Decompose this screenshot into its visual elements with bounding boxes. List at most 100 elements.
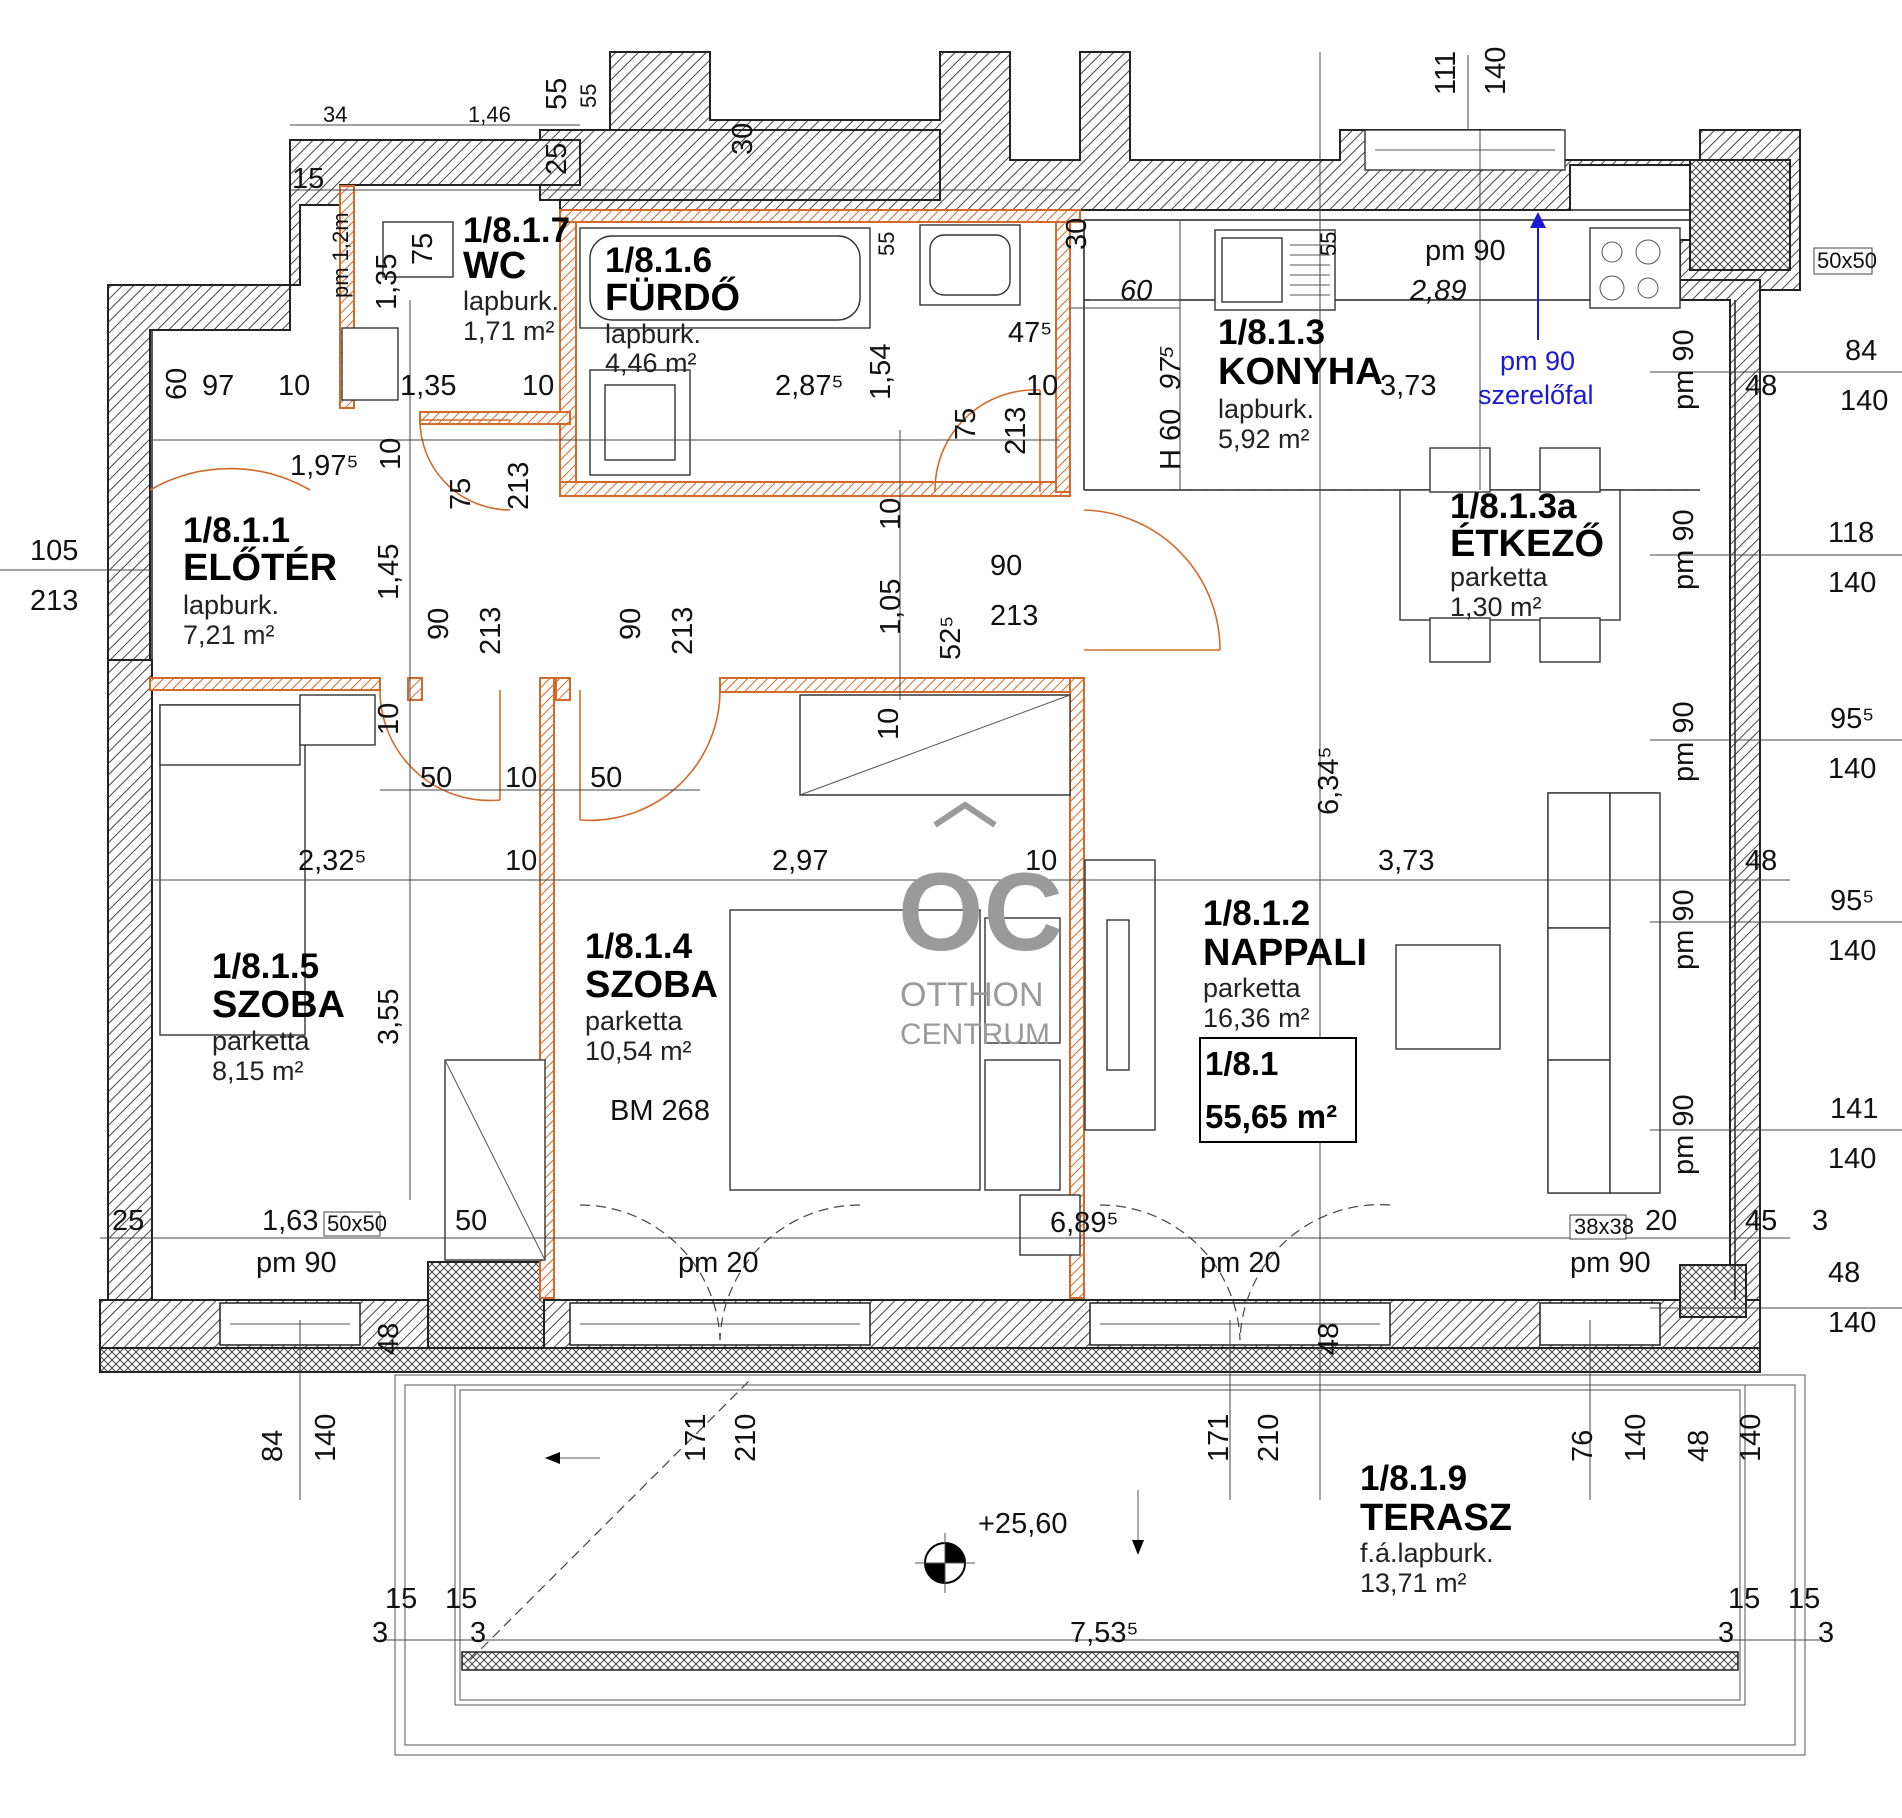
room-finish: lapburk. — [463, 286, 559, 316]
room-finish: parketta — [1203, 973, 1302, 1003]
svg-text:90: 90 — [990, 550, 1022, 582]
room-id: 1/8.1.3 — [1218, 313, 1325, 352]
svg-text:pm 90: pm 90 — [1668, 889, 1700, 970]
room-name: KONYHA — [1218, 351, 1383, 393]
svg-text:213: 213 — [475, 607, 507, 655]
room-finish: parketta — [212, 1026, 311, 1056]
room-label-szoba-5: 1/8.1.5 SZOBA parketta 8,15 m² — [212, 947, 345, 1086]
svg-text:210: 210 — [1253, 1414, 1285, 1462]
room-finish: parketta — [585, 1006, 684, 1036]
room-name: ÉTKEZŐ — [1450, 521, 1604, 565]
svg-text:1,35: 1,35 — [400, 370, 456, 402]
room-finish: lapburk. — [183, 590, 279, 620]
watermark-logo: OC OTTHON CENTRUM — [898, 801, 1063, 1051]
svg-text:48: 48 — [1313, 1323, 1345, 1355]
svg-text:84: 84 — [257, 1430, 289, 1462]
room-label-szoba-4: 1/8.1.4 SZOBA parketta 10,54 m² — [585, 927, 718, 1066]
room-label-furdo: 1/8.1.6 FÜRDŐ lapburk. 4,46 m² — [605, 241, 740, 378]
watermark-line-1: OTTHON — [900, 976, 1044, 1014]
svg-text:3: 3 — [1818, 1617, 1834, 1649]
svg-text:171: 171 — [1203, 1414, 1235, 1462]
svg-text:2,32⁵: 2,32⁵ — [298, 845, 366, 877]
room-id: 1/8.1.5 — [212, 947, 319, 986]
room-finish: f.á.lapburk. — [1360, 1538, 1494, 1568]
room-area: 1,71 m² — [463, 316, 555, 346]
svg-text:pm 20: pm 20 — [1200, 1247, 1281, 1279]
svg-text:10: 10 — [373, 703, 405, 735]
svg-text:50: 50 — [590, 762, 622, 794]
svg-text:15: 15 — [1788, 1583, 1820, 1615]
svg-text:213: 213 — [1000, 407, 1032, 455]
room-id: 1/8.1.4 — [585, 927, 693, 966]
svg-text:55: 55 — [1316, 232, 1341, 256]
svg-text:10: 10 — [1026, 370, 1058, 402]
level-label: +25,60 — [978, 1508, 1068, 1540]
svg-text:84: 84 — [1845, 335, 1877, 367]
tag-38x38: 38x38 — [1569, 1214, 1634, 1240]
svg-text:213: 213 — [667, 607, 699, 655]
svg-text:111: 111 — [1430, 51, 1462, 95]
svg-text:pm 90: pm 90 — [1570, 1247, 1651, 1279]
svg-text:pm 90: pm 90 — [1668, 329, 1700, 410]
svg-text:30: 30 — [1061, 218, 1093, 250]
svg-text:pm 90: pm 90 — [1425, 235, 1506, 267]
room-id: 1/8.1.7 — [463, 211, 570, 250]
svg-text:pm 20: pm 20 — [678, 1247, 759, 1279]
svg-text:10: 10 — [278, 370, 310, 402]
svg-text:3: 3 — [1812, 1205, 1828, 1237]
svg-text:90: 90 — [423, 608, 455, 640]
svg-text:10: 10 — [873, 708, 905, 740]
room-area: 8,15 m² — [212, 1056, 304, 1086]
unit-area: 55,65 m² — [1205, 1098, 1337, 1135]
svg-text:140: 140 — [1840, 385, 1888, 417]
svg-text:15: 15 — [292, 163, 324, 195]
room-label-wc: 1/8.1.7 WC lapburk. 1,71 m² — [463, 211, 570, 346]
svg-text:48: 48 — [1683, 1430, 1715, 1462]
svg-text:3: 3 — [470, 1617, 486, 1649]
svg-text:60: 60 — [1120, 275, 1152, 307]
svg-text:2,87⁵: 2,87⁵ — [775, 370, 843, 402]
svg-text:3: 3 — [372, 1617, 388, 1649]
room-name: TERASZ — [1360, 1497, 1512, 1539]
unit-id: 1/8.1 — [1205, 1045, 1278, 1082]
room-id: 1/8.1.2 — [1203, 894, 1310, 933]
room-finish: lapburk. — [605, 319, 701, 349]
svg-text:15: 15 — [385, 1583, 417, 1615]
svg-text:pm 90: pm 90 — [1668, 1094, 1700, 1175]
svg-text:20: 20 — [1645, 1205, 1677, 1237]
svg-text:3,73: 3,73 — [1378, 845, 1434, 877]
dimension-texts: 34 1,46 55 55 25 30 30 111 140 15 75 pm … — [30, 47, 1888, 1649]
room-id: 1/8.1.6 — [605, 241, 712, 280]
svg-text:48: 48 — [1828, 1257, 1860, 1289]
svg-text:140: 140 — [1480, 47, 1512, 95]
svg-text:213: 213 — [30, 585, 78, 617]
room-label-terasz: 1/8.1.9 TERASZ f.á.lapburk. 13,71 m² — [1360, 1459, 1512, 1598]
svg-text:97⁵: 97⁵ — [1155, 346, 1187, 390]
svg-text:140: 140 — [1828, 1143, 1876, 1175]
room-id: 1/8.1.1 — [183, 511, 290, 550]
svg-text:1,05: 1,05 — [875, 579, 907, 635]
svg-text:pm 90: pm 90 — [1668, 701, 1700, 782]
dimension-lines — [0, 52, 1902, 1641]
room-name: NAPPALI — [1203, 932, 1367, 974]
svg-text:1,35: 1,35 — [371, 254, 403, 310]
svg-text:50x50: 50x50 — [1817, 248, 1877, 273]
room-name: FÜRDŐ — [605, 275, 740, 319]
svg-text:50: 50 — [420, 762, 452, 794]
doors — [149, 389, 1391, 1341]
wall-note-1: pm 90 — [1500, 346, 1575, 376]
svg-text:6,89⁵: 6,89⁵ — [1050, 1207, 1118, 1239]
svg-text:pm 90: pm 90 — [256, 1247, 337, 1279]
svg-text:6,34⁵: 6,34⁵ — [1313, 747, 1345, 815]
svg-text:3,73: 3,73 — [1380, 370, 1436, 402]
bm-label: BM 268 — [610, 1095, 710, 1127]
wall-note-2: szerelőfal — [1478, 380, 1594, 410]
svg-text:50x50: 50x50 — [327, 1211, 387, 1236]
svg-text:95⁵: 95⁵ — [1830, 885, 1874, 917]
room-name: ELŐTÉR — [183, 545, 337, 589]
svg-text:118: 118 — [1828, 517, 1874, 549]
svg-text:47⁵: 47⁵ — [1008, 317, 1052, 349]
svg-text:50: 50 — [455, 1205, 487, 1237]
room-area: 7,21 m² — [183, 620, 275, 650]
